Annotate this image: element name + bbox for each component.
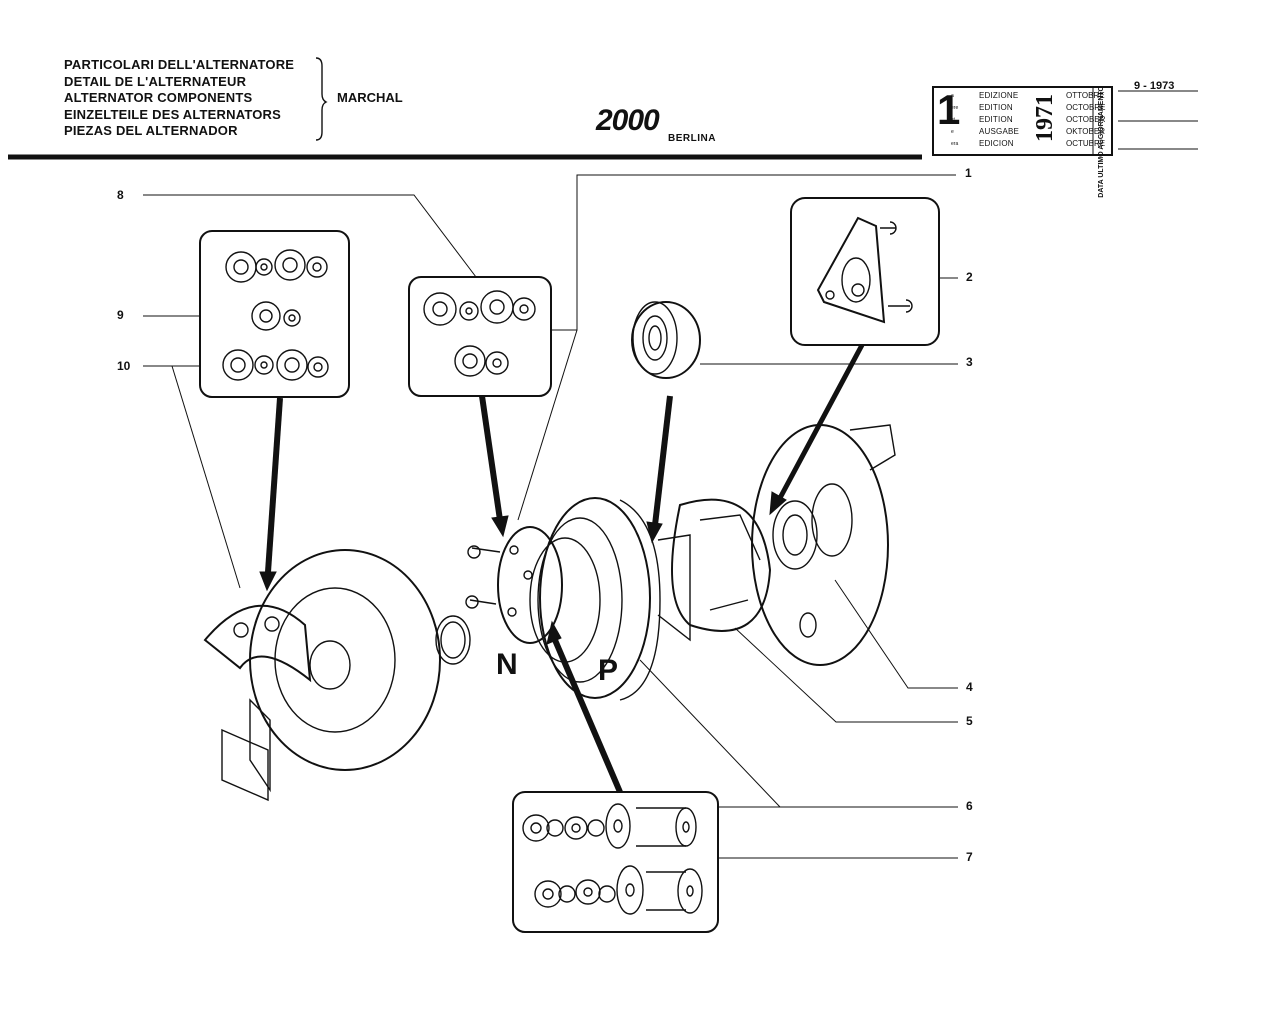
- title-es: PIEZAS DEL ALTERNADOR: [64, 123, 238, 138]
- drive-end-bearing: [772, 500, 818, 570]
- callout-10: 10: [117, 359, 131, 373]
- arrow-bearing: [652, 395, 673, 526]
- edition-box: [932, 86, 1113, 156]
- leader-6: [639, 659, 958, 808]
- title-de: EINZELTEILE DES ALTERNATORS: [64, 106, 282, 122]
- brush-holder-plate: [203, 604, 312, 683]
- callout-3: 3: [966, 355, 973, 369]
- edition-month-fr: OCTOBRE: [1066, 103, 1106, 112]
- callout-8: 8: [117, 188, 124, 202]
- leader-5: [734, 627, 958, 723]
- hardware-box-9-10: [199, 230, 350, 398]
- o-ring: [435, 615, 471, 665]
- bracket-plate: [816, 216, 886, 324]
- edition-label-de: AUSGABE: [979, 127, 1020, 136]
- callout-7: 7: [966, 850, 973, 864]
- leader-4: [834, 579, 958, 689]
- edition-suffix-it: a: [951, 93, 954, 99]
- stator: [539, 497, 651, 699]
- edition-label-es: EDICION: [979, 139, 1014, 148]
- leader-8: [143, 194, 477, 278]
- bearing: [631, 301, 701, 379]
- title-it: PARTICOLARI DELL'ALTERNATORE: [64, 57, 295, 72]
- title-fr: DETAIL DE L'ALTERNATEUR: [64, 73, 247, 89]
- arrow-box-8: [479, 395, 503, 521]
- callout-4: 4: [966, 680, 973, 694]
- edition-month-de: OKTOBER: [1066, 127, 1105, 136]
- arrow-bracket: [777, 343, 865, 500]
- model-subtitle: BERLINA: [668, 133, 716, 144]
- edition-month-en: OCTOBER: [1066, 115, 1106, 124]
- edition-suffix-fr: ere: [951, 105, 959, 111]
- hardware-box-8: [408, 276, 552, 397]
- nut-group-9-10: [222, 249, 329, 381]
- edition-number: 1: [937, 86, 961, 133]
- callout-1: 1: [965, 166, 972, 180]
- diode-studs: [469, 547, 501, 605]
- arrow-box-9-10: [265, 397, 283, 573]
- title-block: PARTICOLARI DELL'ALTERNATORE DETAIL DE L…: [64, 57, 294, 140]
- edition-label-fr: EDITION: [979, 103, 1013, 112]
- bracket-bolt-top: [880, 221, 897, 235]
- slip-ring-end-housing: [249, 549, 441, 771]
- edition-suffix-de: e: [951, 129, 954, 135]
- edition-label-en: EDITION: [979, 115, 1013, 124]
- edition-label-it: EDIZIONE: [979, 91, 1019, 100]
- title-brace: [315, 57, 328, 141]
- update-value: 9 - 1973: [1134, 80, 1175, 92]
- manufacturer-label: MARCHAL: [337, 90, 403, 105]
- callout-9: 9: [117, 308, 124, 322]
- arrow-box-6-7: [552, 638, 623, 794]
- callout-5: 5: [966, 714, 973, 728]
- edition-suffix-es: era: [951, 141, 959, 147]
- polarity-negative: N: [496, 648, 518, 681]
- polarity-positive: P: [598, 654, 619, 687]
- terminal-block: [249, 698, 271, 793]
- bracket-box-2: [790, 197, 940, 346]
- edition-month-es: OCTUBRE: [1066, 139, 1106, 148]
- model-logo: 2000: [596, 104, 660, 137]
- callout-6: 6: [966, 799, 973, 813]
- rotor: [671, 498, 772, 632]
- diode-plate: [497, 526, 563, 644]
- title-en: ALTERNATOR COMPONENTS: [64, 90, 253, 105]
- nut-group-6-7: [522, 803, 703, 915]
- bracket-bolt-bottom: [888, 299, 913, 313]
- bracket-hole: [841, 257, 871, 303]
- leader-1: [551, 174, 956, 331]
- hardware-box-6-7: [512, 791, 719, 933]
- nut-group-8: [423, 290, 536, 377]
- edition-month-it: OTTOBRE: [1066, 91, 1105, 100]
- callout-2: 2: [966, 270, 973, 284]
- edition-suffix-en: st: [951, 117, 955, 123]
